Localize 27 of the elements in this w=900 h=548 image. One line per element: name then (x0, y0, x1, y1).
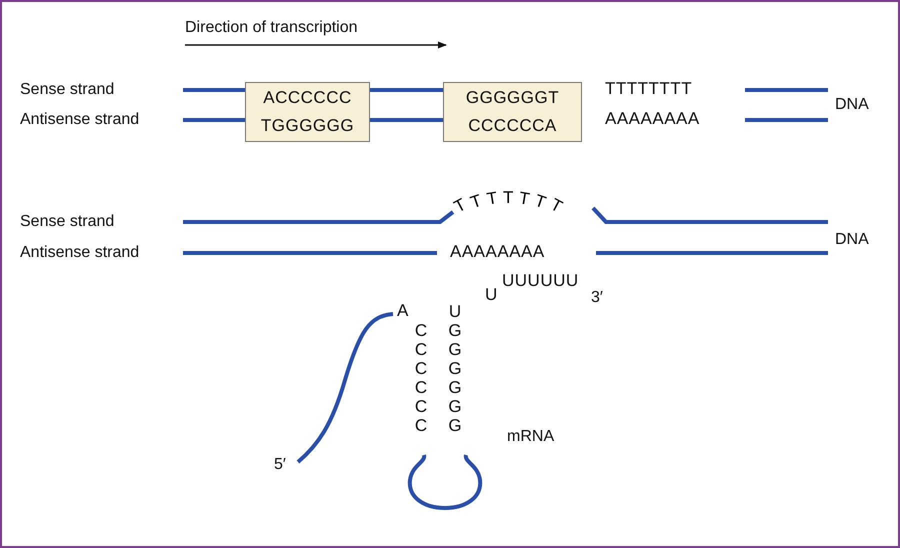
strand-label: Sense strand (20, 81, 114, 99)
base-sequence: UUUUUU (502, 272, 579, 290)
dna-strand-line (370, 118, 443, 122)
molecule-label: DNA (835, 96, 869, 114)
base-column: CCCCCC (414, 321, 428, 435)
base-sequence: TGGGGGG (260, 115, 354, 137)
base-sequence: AAAAAAAA (605, 110, 700, 128)
sequence-box (245, 82, 370, 142)
end-label: 3′ (591, 289, 603, 307)
base-sequence: GGGGGGT (466, 87, 560, 109)
molecule-label: mRNA (507, 428, 554, 446)
base-sequence: TTTTTTT (455, 187, 566, 216)
base-sequence: ACCCCCC (263, 87, 352, 109)
base: U (485, 286, 498, 304)
caption: Direction of transcription (185, 19, 358, 37)
sequence-box (443, 82, 582, 142)
base-sequence: TTTTTTTT (605, 80, 692, 98)
strand-label: Antisense strand (20, 111, 140, 129)
base-column: UGGGGGG (448, 302, 462, 435)
base: A (397, 302, 409, 320)
molecule-label: DNA (835, 231, 869, 249)
strand-label: Sense strand (20, 213, 114, 231)
strand-label: Antisense strand (20, 244, 140, 262)
base-sequence: AAAAAAAA (450, 243, 545, 261)
base-sequence: CCCCCCA (468, 115, 557, 137)
dna-strand-line (370, 88, 443, 92)
end-label: 5′ (274, 456, 286, 474)
